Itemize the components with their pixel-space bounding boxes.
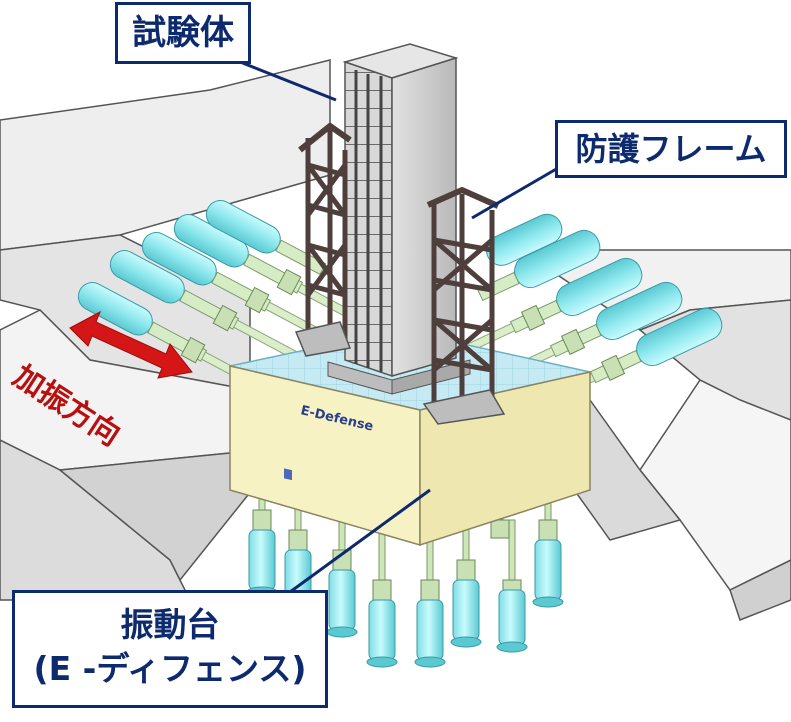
specimen-label: 試験体 [115, 2, 251, 64]
frame-base-left [294, 321, 352, 357]
frame-base-right [422, 389, 506, 425]
protective-frame-right [426, 186, 500, 412]
protective-frame-left [298, 122, 352, 345]
shake-table-label-line2: (E -ディフェンス) [33, 649, 307, 688]
protective-frame-label: 防護フレーム [555, 120, 787, 178]
shake-table-label-line1: 振動台 [120, 605, 220, 644]
leader-lines [229, 56, 559, 594]
shake-table-label: 振動台 (E -ディフェンス) [12, 590, 328, 708]
specimen-building [327, 43, 471, 395]
excitation-arrow [69, 310, 193, 379]
